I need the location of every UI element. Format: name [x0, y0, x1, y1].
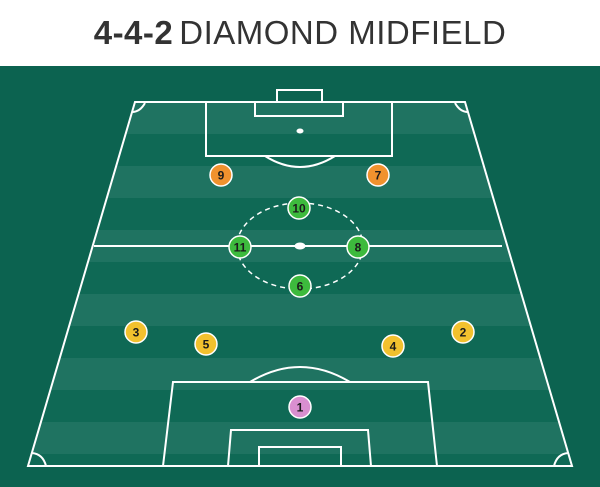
- player-number: 5: [203, 338, 210, 352]
- top-penalty-arc: [264, 155, 336, 168]
- page-title: 4-4-2 DIAMOND MIDFIELD: [0, 0, 600, 66]
- player-number: 2: [460, 326, 467, 340]
- top-penalty-area: [205, 102, 393, 157]
- player-circle: [124, 320, 148, 344]
- top-goal-area: [254, 102, 344, 117]
- corner-arc-top-right: [454, 102, 469, 113]
- player-marker-8: 8: [346, 235, 370, 259]
- bottom-penalty-area: [162, 381, 438, 467]
- player-number: 9: [218, 169, 225, 183]
- player-circle: [194, 332, 218, 356]
- corner-arc-bottom-left: [31, 452, 47, 467]
- pitch-stripe: [28, 166, 572, 198]
- player-number: 11: [234, 241, 247, 255]
- pitch-area: 1 2 3 4 5 6 7 8 9 10 11: [0, 66, 600, 487]
- player-number: 6: [297, 280, 304, 294]
- player-marker-10: 10: [287, 196, 311, 220]
- player-marker-11: 11: [228, 235, 252, 259]
- player-circle: [288, 395, 312, 419]
- bottom-goal-area: [227, 429, 372, 467]
- pitch-stripe: [28, 294, 572, 326]
- player-circle: [381, 334, 405, 358]
- player-number: 3: [133, 326, 140, 340]
- player-circle: [366, 163, 390, 187]
- player-circle: [346, 235, 370, 259]
- top-goal: [276, 89, 323, 102]
- player-marker-3: 3: [124, 320, 148, 344]
- player-marker-4: 4: [381, 334, 405, 358]
- player-marker-7: 7: [366, 163, 390, 187]
- player-circle: [287, 196, 311, 220]
- formation-name: DIAMOND MIDFIELD: [179, 14, 507, 51]
- player-circle: [451, 320, 475, 344]
- top-penalty-spot: [296, 128, 304, 134]
- player-number: 8: [355, 241, 362, 255]
- pitch-outline: [26, 101, 574, 467]
- player-marker-9: 9: [209, 163, 233, 187]
- player-number: 10: [292, 202, 306, 216]
- pitch-stripe: [28, 358, 572, 390]
- pitch-stripe: [28, 422, 572, 454]
- pitch-stripe: [28, 134, 572, 166]
- player-circle: [288, 274, 312, 298]
- formation-label: 4-4-2: [93, 14, 174, 51]
- bottom-goal: [258, 446, 342, 466]
- pitch-stripe: [28, 454, 572, 466]
- pitch-diagram: 1 2 3 4 5 6 7 8 9 10 11: [26, 89, 574, 467]
- centre-spot: [294, 242, 306, 250]
- player-circle: [228, 235, 252, 259]
- player-marker-1: 1: [288, 395, 312, 419]
- corner-arc-bottom-right: [553, 452, 569, 467]
- corner-arc-top-left: [131, 102, 146, 113]
- player-markers: 1 2 3 4 5 6 7 8 9 10 11: [124, 163, 475, 419]
- bottom-penalty-arc: [249, 366, 351, 383]
- player-marker-6: 6: [288, 274, 312, 298]
- player-number: 1: [297, 401, 304, 415]
- player-number: 7: [375, 169, 382, 183]
- player-circle: [209, 163, 233, 187]
- player-marker-2: 2: [451, 320, 475, 344]
- player-marker-5: 5: [194, 332, 218, 356]
- pitch-stripe: [28, 326, 572, 358]
- player-number: 4: [390, 340, 397, 354]
